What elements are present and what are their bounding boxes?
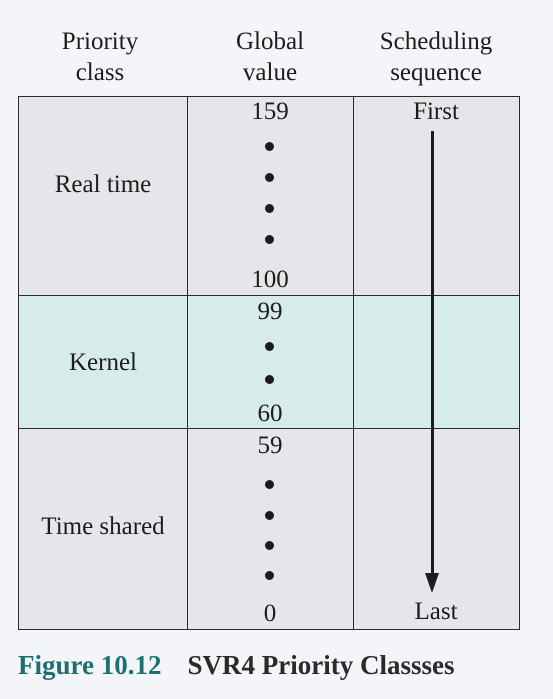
value-real-time-low: 100	[251, 266, 289, 293]
sequence-arrow-down-icon	[425, 573, 439, 593]
sequence-last-label: Last	[414, 598, 458, 625]
ellipsis-dot	[265, 204, 274, 213]
header-global-value-line1: Global	[235, 28, 305, 55]
ellipsis-dot	[265, 511, 274, 520]
ellipsis-dot	[265, 375, 274, 384]
header-scheduling-sequence-line1: Scheduling	[379, 28, 493, 55]
figure-caption: Figure 10.12 SVR4 Priority Classses	[18, 650, 454, 681]
ellipsis-dot	[265, 571, 274, 580]
header-global-value-line2: value	[242, 59, 298, 86]
ellipsis-dot	[265, 480, 274, 489]
header-scheduling-sequence-line2: sequence	[390, 59, 482, 86]
sequence-arrow-line	[431, 131, 434, 577]
band-time-shared	[19, 429, 519, 629]
header-priority-class: Priority class	[18, 26, 182, 88]
header-scheduling-sequence: Scheduling sequence	[352, 26, 520, 88]
header-priority-class-line1: Priority	[61, 28, 139, 55]
column-divider-2	[353, 97, 354, 629]
sequence-first-label: First	[413, 98, 459, 125]
value-kernel-low: 60	[257, 400, 283, 427]
ellipsis-dot	[265, 342, 274, 351]
band-real-time	[19, 97, 519, 295]
ellipsis-dot	[265, 173, 274, 182]
ellipsis-dot	[265, 541, 274, 550]
ellipsis-dot	[265, 142, 274, 151]
band-kernel	[19, 295, 519, 429]
figure-number: Figure 10.12	[18, 650, 162, 680]
column-divider-1	[187, 97, 188, 629]
class-label-time-shared: Time shared	[41, 513, 165, 540]
ellipsis-dot	[265, 235, 274, 244]
priority-table: Real time Kernel Time shared 159 100 99 …	[18, 96, 520, 630]
value-real-time-high: 159	[251, 98, 289, 125]
value-time-shared-high: 59	[257, 432, 283, 459]
value-time-shared-low: 0	[263, 600, 277, 627]
class-label-kernel: Kernel	[68, 349, 138, 376]
header-priority-class-line2: class	[75, 59, 125, 86]
header-global-value: Global value	[188, 26, 352, 88]
figure-title: SVR4 Priority Classses	[187, 650, 455, 680]
value-kernel-high: 99	[257, 298, 283, 325]
class-label-real-time: Real time	[54, 171, 152, 198]
